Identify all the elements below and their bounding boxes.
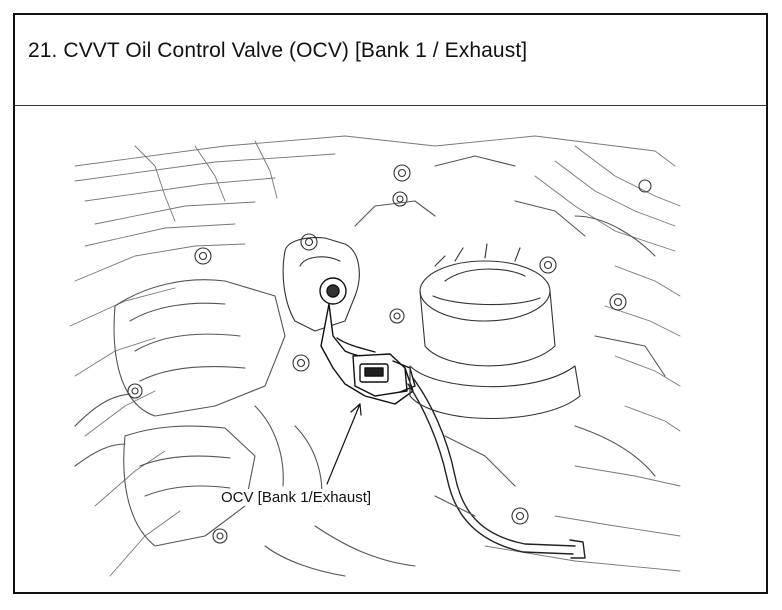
header-bar: 21. CVVT Oil Control Valve (OCV) [Bank 1… bbox=[15, 15, 766, 106]
figure-frame: 21. CVVT Oil Control Valve (OCV) [Bank 1… bbox=[13, 13, 768, 594]
callout-leader bbox=[326, 403, 362, 485]
page-title: 21. CVVT Oil Control Valve (OCV) [Bank 1… bbox=[28, 39, 528, 62]
oil-filler-cap bbox=[409, 243, 581, 420]
engine-illustration: OCV [Bank 1/Exhaust] bbox=[15, 106, 766, 592]
cylinder-head-lines bbox=[69, 135, 681, 577]
wiring-harness bbox=[407, 377, 586, 559]
ocv-mounting-boss bbox=[282, 237, 360, 332]
intake-manifold bbox=[74, 279, 286, 547]
valve-cover-details bbox=[254, 155, 666, 577]
ocv-connector bbox=[352, 353, 416, 397]
bolt-heads bbox=[127, 164, 652, 544]
engine-line-drawing bbox=[69, 135, 681, 577]
ocv-callout-label: OCV [Bank 1/Exhaust] bbox=[219, 489, 374, 506]
